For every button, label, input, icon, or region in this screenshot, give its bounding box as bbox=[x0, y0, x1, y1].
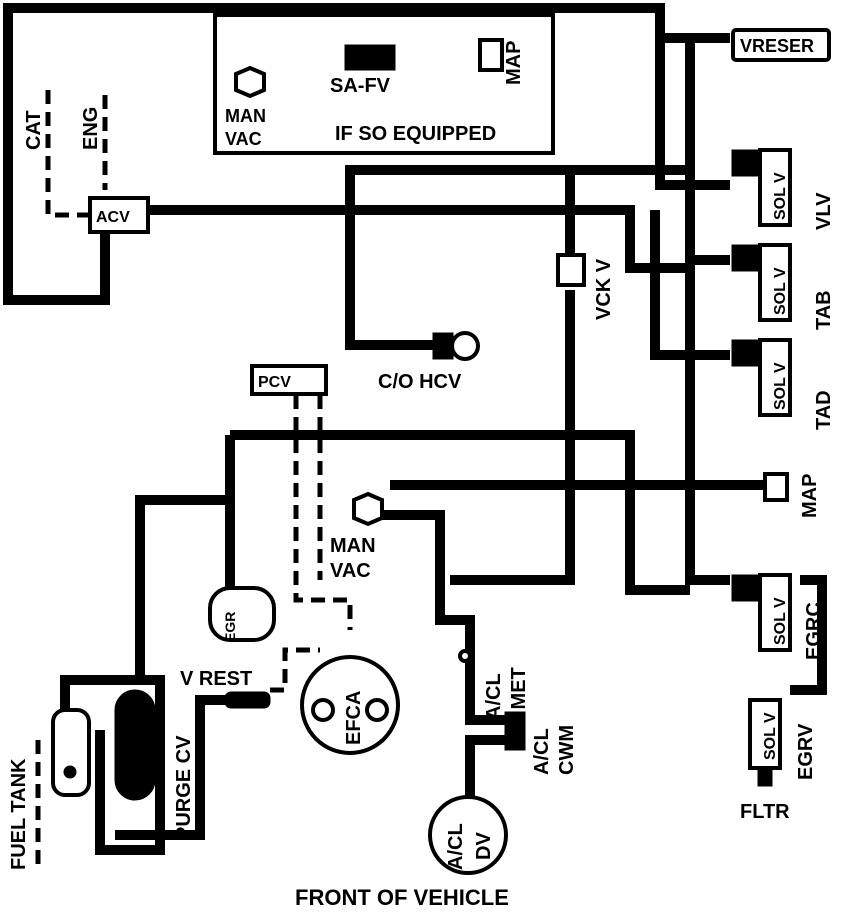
sol-v-tad: SOL V TAD bbox=[731, 338, 835, 430]
cat-label: CAT bbox=[23, 110, 45, 150]
vac-mid-label: VAC bbox=[330, 560, 371, 582]
egrv-label: EGRV bbox=[795, 723, 817, 780]
man-vac-mid-port bbox=[352, 491, 384, 527]
acl-cwm-label-1: A/CL bbox=[531, 728, 553, 775]
egrc-label: EGRC bbox=[803, 602, 825, 660]
tad-label: TAD bbox=[813, 390, 835, 430]
v-rest-label: V REST bbox=[180, 668, 252, 690]
co-hcv-port bbox=[450, 331, 480, 361]
sol-v-tad-port bbox=[731, 339, 761, 367]
if-so-equipped-label: IF SO EQUIPPED bbox=[335, 123, 496, 145]
egr-label: EGR bbox=[222, 612, 238, 642]
purge-cv-label: PURGE CV bbox=[173, 735, 195, 840]
hose-egrc-egrv bbox=[790, 575, 827, 695]
sol-v-egrv-box bbox=[748, 698, 782, 770]
sol-v-tad-label: SOL V bbox=[772, 362, 789, 410]
sa-fv-label: SA-FV bbox=[330, 75, 391, 97]
sol-v-tab-box bbox=[758, 243, 792, 322]
man-vac-top-port bbox=[234, 65, 266, 99]
hose-acl-dv bbox=[465, 735, 505, 800]
acv-label: ACV bbox=[96, 209, 130, 226]
vck-v-label: VCK V bbox=[593, 258, 615, 320]
sol-v-egrv-label: SOL V bbox=[762, 712, 779, 760]
sol-v-vlv: SOL V VLV bbox=[731, 148, 835, 230]
dashed-vrest bbox=[270, 647, 320, 693]
map-right-label: MAP bbox=[799, 474, 821, 518]
fuel-tank-label: FUEL TANK bbox=[8, 758, 30, 870]
eng-label: ENG bbox=[80, 107, 102, 150]
sol-v-egrc-box bbox=[758, 573, 792, 652]
efca-label: EFCA bbox=[343, 691, 365, 745]
fuel-tank-port bbox=[63, 765, 77, 779]
hose-tad bbox=[650, 210, 730, 360]
vlv-label: VLV bbox=[813, 192, 835, 230]
acl-dv-label-1: A/CL bbox=[445, 823, 467, 870]
sol-v-egrv: SOL V EGRV bbox=[748, 698, 817, 787]
acv-valve bbox=[88, 196, 150, 234]
acl-bimet-label-1: A/CL bbox=[483, 673, 505, 720]
map-top-label: MAP bbox=[503, 41, 525, 85]
acl-dv-body bbox=[428, 795, 508, 875]
sol-v-egrc-port bbox=[731, 574, 761, 602]
sa-fv-valve bbox=[344, 44, 396, 71]
fltr-label: FLTR bbox=[740, 801, 790, 823]
hose-trunk-660 bbox=[655, 38, 730, 190]
hose-egr-purge bbox=[230, 430, 690, 595]
man-mid-label: MAN bbox=[330, 535, 376, 557]
efca-port-right bbox=[365, 698, 389, 722]
hose-man-vac-acl bbox=[380, 510, 505, 725]
front-of-vehicle-label: FRONT OF VEHICLE bbox=[295, 885, 509, 910]
acl-cwm-valve bbox=[504, 711, 526, 751]
hose-vckv-lower bbox=[450, 290, 575, 585]
co-hcv-label: C/O HCV bbox=[378, 371, 462, 393]
vreser-box bbox=[731, 28, 831, 62]
acl-cwm-label-2: CWM bbox=[556, 725, 578, 775]
vck-v-valve bbox=[556, 253, 586, 287]
man-top-label: MAN bbox=[225, 106, 266, 126]
pcv-label: PCV bbox=[258, 374, 291, 391]
sol-v-egrc: SOL V EGRC bbox=[731, 573, 825, 660]
hose-co-hcv bbox=[345, 165, 690, 350]
dashed-hoses bbox=[35, 90, 353, 870]
acl-bimet-sensor bbox=[458, 649, 472, 663]
acl-dv-label-2: DV bbox=[473, 832, 495, 860]
v-rest-valve bbox=[224, 691, 271, 709]
vac-top-label: VAC bbox=[225, 129, 262, 149]
fltr-filter bbox=[757, 767, 773, 787]
sol-v-tab: SOL V TAB bbox=[731, 243, 835, 330]
dashed-pcv-left bbox=[293, 395, 353, 630]
sol-v-tad-box bbox=[758, 338, 792, 417]
sol-v-vlv-box bbox=[758, 148, 792, 227]
map-top-sensor bbox=[478, 38, 504, 72]
sol-v-vlv-port bbox=[731, 149, 761, 177]
purge-cv-body bbox=[114, 689, 156, 801]
sol-v-egrc-label: SOL V bbox=[772, 597, 789, 645]
tab-label: TAB bbox=[813, 290, 835, 330]
hose-purge-up bbox=[135, 495, 230, 685]
hose-fuel-tank bbox=[60, 675, 165, 855]
hose-trunk-690 bbox=[685, 38, 730, 585]
efca-port-left bbox=[311, 698, 335, 722]
dashed-cat-eng bbox=[45, 90, 100, 218]
pcv-valve bbox=[250, 364, 328, 396]
efca-body bbox=[300, 655, 400, 755]
map-right-sensor bbox=[763, 472, 789, 502]
sol-v-vlv-label: SOL V bbox=[772, 172, 789, 220]
sol-v-tab-port bbox=[731, 244, 761, 272]
vreser-label: VRESER bbox=[740, 36, 814, 56]
egr-valve bbox=[208, 586, 276, 642]
sol-v-tab-label: SOL V bbox=[772, 267, 789, 315]
fuel-tank-body bbox=[51, 708, 91, 797]
